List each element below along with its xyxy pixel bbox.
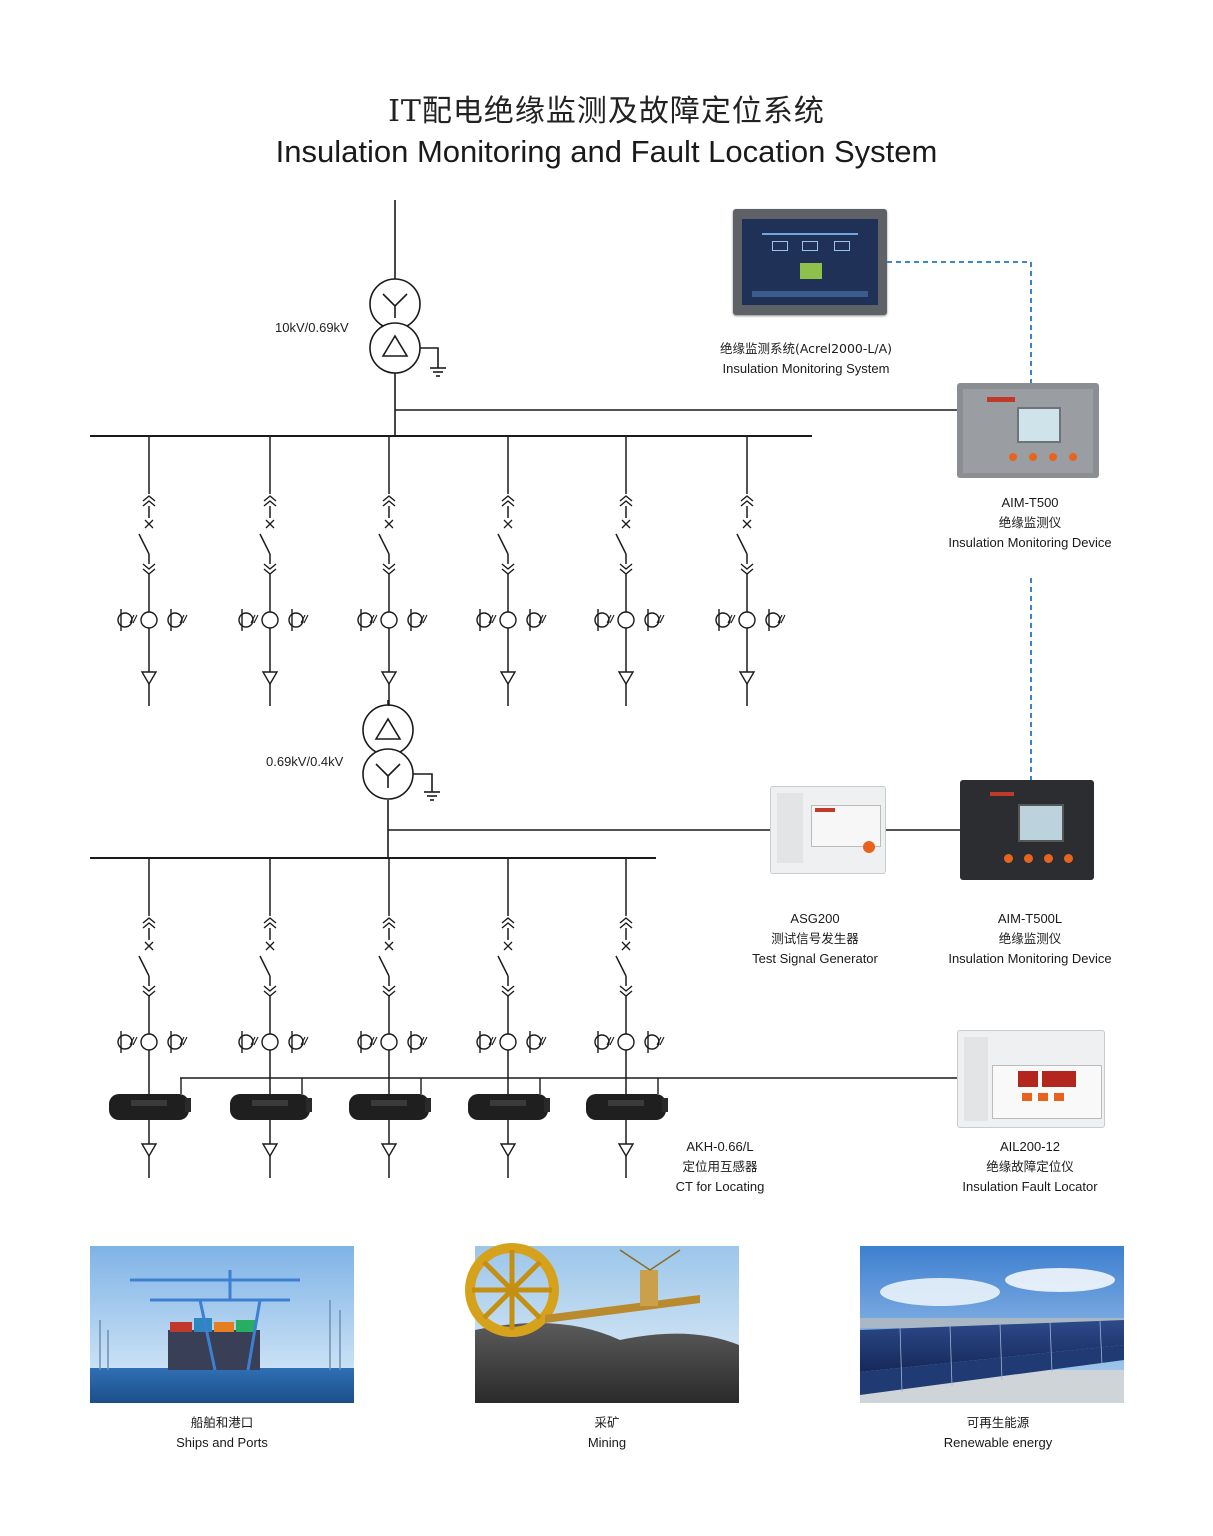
locating-ct-core-icon (230, 1078, 312, 1120)
feeder-branch (476, 436, 547, 706)
disconnector-icon (259, 519, 275, 555)
current-transformer-icon (117, 1031, 188, 1053)
ail200-model: AIL200-12 (1000, 1139, 1060, 1154)
transformer-wye-delta-icon (369, 278, 446, 377)
title-english: Insulation Monitoring and Fault Location… (275, 134, 938, 169)
cable-termination-icon (261, 671, 279, 686)
current-transformer-icon (594, 1031, 665, 1053)
aim-t500l-cn: 绝缘监测仪 (998, 931, 1062, 946)
application-cn: 采矿 (594, 1415, 620, 1430)
current-transformer-icon (594, 609, 665, 631)
cable-termination-icon (738, 671, 756, 686)
asg200-label: ASG200 测试信号发生器 Test Signal Generator (730, 909, 900, 969)
feeder-branch (238, 436, 309, 706)
current-transformer-icon (357, 1031, 428, 1053)
application-ships-ports: 船舶和港口 Ships and Ports (90, 1413, 354, 1453)
mining-photo (465, 1243, 739, 1403)
renewable-energy-photo (860, 1246, 1124, 1403)
locating-ct-core-icon (349, 1078, 431, 1120)
current-transformer-icon (117, 609, 188, 631)
aim-t500l-model: AIM-T500L (997, 911, 1063, 926)
disconnector-icon (615, 519, 631, 555)
cable-termination-icon (617, 1143, 635, 1158)
application-cn: 可再生能源 (966, 1415, 1030, 1430)
application-en: Ships and Ports (176, 1435, 268, 1450)
asg200-model: ASG200 (790, 911, 840, 926)
cable-termination-icon (140, 671, 158, 686)
current-transformer-icon (238, 1031, 309, 1053)
disconnector-icon (138, 941, 154, 977)
aim-t500l-en: Insulation Monitoring Device (948, 951, 1112, 966)
transformer-delta-wye-icon (362, 704, 440, 801)
ail200-device-icon (957, 1030, 1105, 1128)
aim-t500l-device-icon (960, 780, 1094, 880)
aim-t500-cn: 绝缘监测仪 (998, 515, 1062, 530)
cable-termination-icon (617, 671, 635, 686)
disconnector-icon (497, 941, 513, 977)
aim-t500-en: Insulation Monitoring Device (948, 535, 1112, 550)
current-transformer-icon (357, 609, 428, 631)
feeder-branch (230, 858, 312, 1178)
feeder-branch (715, 436, 786, 706)
cable-termination-icon (499, 1143, 517, 1158)
disconnector-icon (138, 519, 154, 555)
disconnector-icon (736, 519, 752, 555)
feeder-branch (349, 858, 431, 1178)
cable-termination-icon (499, 671, 517, 686)
lower-transformer-ratio: 0.69kV/0.4kV (266, 754, 344, 769)
upper-transformer-ratio: 10kV/0.69kV (275, 320, 349, 335)
asg200-en: Test Signal Generator (752, 951, 878, 966)
disconnector-icon (615, 941, 631, 977)
current-transformer-icon (715, 609, 786, 631)
cable-termination-icon (140, 1143, 158, 1158)
current-transformer-icon (476, 1031, 547, 1053)
ail200-en: Insulation Fault Locator (962, 1179, 1098, 1194)
feeder-branch (586, 858, 668, 1178)
feeder-branch (357, 436, 428, 706)
application-en: Renewable energy (943, 1435, 1053, 1450)
ail200-cn: 绝缘故障定位仪 (986, 1159, 1074, 1174)
aim-t500-model: AIM-T500 (1001, 495, 1059, 510)
current-transformer-icon (476, 609, 547, 631)
monitoring-system-en: Insulation Monitoring System (722, 361, 890, 376)
cable-termination-icon (380, 1143, 398, 1158)
title-chinese: IT配电绝缘监测及故障定位系统 (388, 94, 825, 129)
disconnector-icon (497, 519, 513, 555)
akh-cn: 定位用互感器 (682, 1159, 758, 1174)
monitoring-system-screen-icon (733, 209, 887, 315)
locating-ct-core-icon (468, 1078, 550, 1120)
aim-t500-label: AIM-T500 绝缘监测仪 Insulation Monitoring Dev… (920, 493, 1140, 553)
feeder-branch (109, 858, 191, 1178)
application-en: Mining (587, 1435, 627, 1450)
locating-ct-core-icon (109, 1078, 191, 1120)
monitoring-system-label: 绝缘监测系统(Acrel2000-L/A) Insulation Monitor… (696, 339, 916, 379)
locating-ct-core-icon (586, 1078, 668, 1120)
aim-t500l-label: AIM-T500L 绝缘监测仪 Insulation Monitoring De… (920, 909, 1140, 969)
feeder-branch (594, 436, 665, 706)
monitoring-system-cn: 绝缘监测系统(Acrel2000-L/A) (719, 341, 893, 356)
akh-en: CT for Locating (675, 1179, 765, 1194)
ail200-label: AIL200-12 绝缘故障定位仪 Insulation Fault Locat… (920, 1137, 1140, 1197)
ships-ports-photo (90, 1246, 354, 1403)
aim-t500-device-icon (957, 383, 1099, 478)
disconnector-icon (259, 941, 275, 977)
application-mining: 采矿 Mining (475, 1413, 739, 1453)
akh-model: AKH-0.66/L (686, 1139, 754, 1154)
disconnector-icon (378, 519, 394, 555)
akh-label: AKH-0.66/L 定位用互感器 CT for Locating (640, 1137, 800, 1197)
disconnector-icon (378, 941, 394, 977)
current-transformer-icon (238, 609, 309, 631)
cable-termination-icon (261, 1143, 279, 1158)
application-cn: 船舶和港口 (190, 1415, 254, 1430)
application-renewable: 可再生能源 Renewable energy (866, 1413, 1130, 1453)
feeder-branch (117, 436, 188, 706)
feeder-branch (468, 858, 550, 1178)
asg200-device-icon (770, 786, 886, 874)
asg200-cn: 测试信号发生器 (771, 931, 859, 946)
cable-termination-icon (380, 671, 398, 686)
